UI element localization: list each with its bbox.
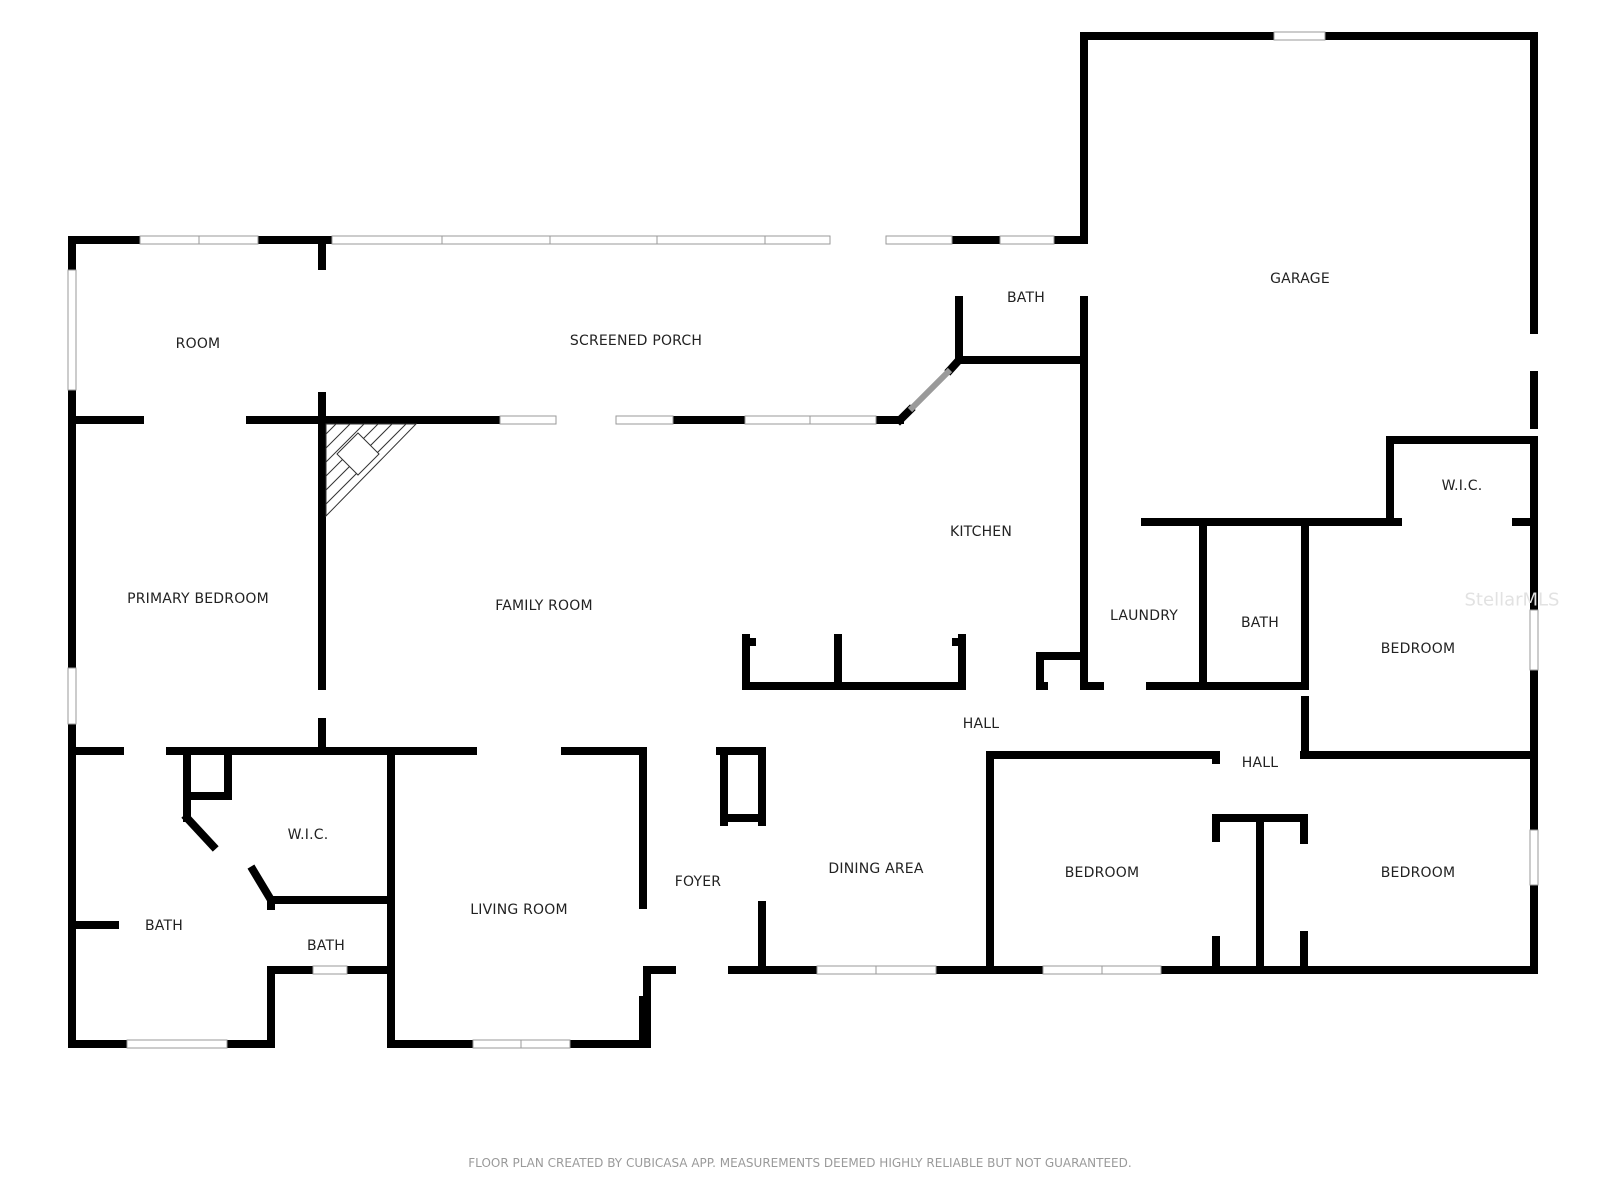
label-family-room: FAMILY ROOM — [495, 598, 593, 614]
label-dining-area: DINING AREA — [828, 861, 924, 877]
label-wic-right: W.I.C. — [1441, 478, 1483, 494]
label-screened-porch: SCREENED PORCH — [569, 333, 703, 349]
label-bedroom-center: BEDROOM — [1064, 865, 1140, 881]
label-laundry: LAUNDRY — [1110, 608, 1178, 624]
label-wic-left: W.I.C. — [287, 827, 329, 843]
fireplace — [325, 423, 418, 518]
label-bath-primary: BATH — [145, 918, 183, 934]
label-bedroom-right: BEDROOM — [1380, 641, 1456, 657]
watermark: StellarMLS — [1464, 589, 1560, 611]
walls — [68, 32, 1538, 1048]
label-living-room: LIVING ROOM — [470, 902, 568, 918]
label-kitchen: KITCHEN — [949, 524, 1013, 540]
label-bath-mid: BATH — [1241, 615, 1279, 631]
windows — [67, 31, 1539, 1049]
label-primary-bedroom: PRIMARY BEDROOM — [127, 591, 269, 607]
footer-disclaimer: FLOOR PLAN CREATED BY CUBICASA APP. MEAS… — [468, 1156, 1132, 1170]
label-bedroom-bottom-right: BEDROOM — [1380, 865, 1456, 881]
label-garage: GARAGE — [1270, 271, 1330, 287]
label-hall-center: HALL — [962, 716, 1000, 732]
label-bath-small: BATH — [307, 938, 345, 954]
label-foyer: FOYER — [674, 874, 722, 890]
label-room: ROOM — [175, 336, 221, 352]
label-hall-right: HALL — [1241, 755, 1279, 771]
label-bath-top: BATH — [1007, 290, 1045, 306]
